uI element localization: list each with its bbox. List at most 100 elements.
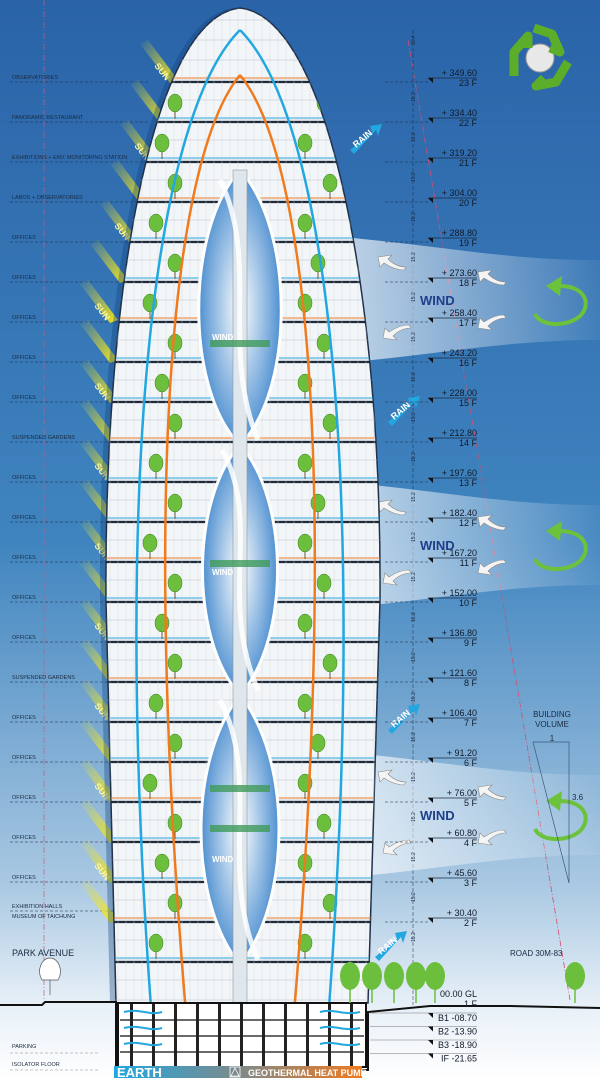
green-circular-arrow-icon [533, 799, 588, 841]
dimension-label: 15.2 [411, 492, 417, 502]
level-elevation: + 76.00 [447, 788, 477, 798]
tree-icon [167, 413, 183, 433]
dimension-label: 15.2 [411, 172, 417, 182]
parking-label: PARKING [12, 1044, 36, 1050]
green-circular-arrow-icon [533, 284, 588, 326]
sun-ray [80, 320, 118, 363]
isolator-floor-label: ISOLATOR FLOOR [12, 1062, 60, 1068]
dimension-label: 15.2 [411, 212, 417, 222]
dimension-label: 15.2 [411, 372, 417, 382]
floor-function-label: OFFICES [12, 395, 36, 401]
level-floor: 23 F [459, 78, 478, 88]
orange-pipe-right [239, 74, 317, 1003]
floor-function-label: EXHIBITIONS + ENV. MONITORING STATION [12, 155, 127, 161]
level-floor: 18 F [459, 278, 478, 288]
basement-level: IF -21.65 [441, 1054, 477, 1064]
level-marker-icon [428, 238, 433, 243]
wind-arrow-icon [377, 254, 407, 271]
dimension-label: 15.2 [411, 812, 417, 822]
earth-label: EARTH [117, 1065, 162, 1078]
tower: WIND WIND WIND [99, 7, 381, 1004]
level-floor: 14 F [459, 438, 478, 448]
dimension-label: 15.2 [411, 332, 417, 342]
building-volume-title-1: BUILDING [533, 710, 571, 719]
park-tree [39, 957, 61, 995]
level-floor: 10 F [459, 598, 478, 608]
tree-icon [167, 893, 183, 913]
wind-arrow-icon [377, 499, 407, 516]
tree-icon [297, 453, 313, 473]
level-floor: 2 F [464, 918, 478, 928]
tree-icon [167, 573, 183, 593]
sun-ray [80, 400, 118, 443]
floor-function-label: SUSPENDED GARDENS [12, 675, 75, 681]
dimension-label: 15.2 [411, 412, 417, 422]
level-elevation: + 121.60 [442, 668, 477, 678]
tree-icon [297, 613, 313, 633]
wind-arrow-icon [477, 829, 507, 846]
dimension-label: 30.4 [411, 35, 417, 45]
level-marker-icon [428, 358, 433, 363]
dimension-label: 15.2 [411, 612, 417, 622]
tree-icon [322, 413, 338, 433]
building-volume-diagram: BUILDING VOLUME 1 3.6 [532, 710, 584, 884]
level-marker-icon [428, 158, 433, 163]
sun-ray [80, 800, 118, 843]
level-elevation: + 319.20 [442, 148, 477, 158]
level-floor: 19 F [459, 238, 478, 248]
level-elevation: + 45.60 [447, 868, 477, 878]
wind-label-void-middle: WIND [212, 568, 234, 577]
sun-ray [80, 280, 118, 323]
sun-ray [90, 240, 128, 283]
level-marker-icon [428, 678, 433, 683]
level-marker-icon [428, 878, 433, 883]
floor-function-label: OFFICES [12, 795, 36, 801]
ground-and-basement: PARKING ISOLATOR FLOOR [0, 957, 600, 1071]
floor-function-label: OFFICES [12, 715, 36, 721]
tree-icon [565, 962, 585, 990]
green-circular-arrow-icon [533, 529, 588, 571]
level-floor: 20 F [459, 198, 478, 208]
tree-icon [167, 653, 183, 673]
level-elevation: + 258.40 [442, 308, 477, 318]
level-elevation: + 106.40 [442, 708, 477, 718]
tree-icon [297, 533, 313, 553]
level-marker-icon [428, 478, 433, 483]
building-volume-title-2: VOLUME [535, 720, 569, 729]
dimension-label: 15.2 [411, 772, 417, 782]
dimension-label: 15.2 [411, 92, 417, 102]
level-floor: 4 F [464, 838, 478, 848]
tree-icon [148, 693, 164, 713]
floor-function-label: EXHIBITION HALLS [12, 904, 62, 910]
dimension-label: 15.2 [411, 932, 417, 942]
ground-level-floor: 1 F [464, 999, 478, 1009]
level-elevation: + 30.40 [447, 908, 477, 918]
level-elevation: + 288.80 [442, 228, 477, 238]
level-marker-icon [428, 118, 433, 123]
tree-icon [384, 962, 404, 990]
floor-function-label: OFFICES [12, 515, 36, 521]
wind-label-void-upper: WIND [212, 333, 234, 342]
dimension-label: 15.2 [411, 292, 417, 302]
tree-icon [297, 213, 313, 233]
level-elevation: + 273.60 [442, 268, 477, 278]
level-elevation: + 243.20 [442, 348, 477, 358]
rain-arrow-icon [375, 931, 407, 961]
basement-level: B1 -08.70 [438, 1013, 477, 1023]
tree-icon [297, 133, 313, 153]
tree-icon [297, 293, 313, 313]
level-elevation: + 152.00 [442, 588, 477, 598]
level-marker-icon [428, 198, 433, 203]
level-floor: 13 F [459, 478, 478, 488]
floor-function-label: OFFICES [12, 355, 36, 361]
floor-function-label: OFFICES [12, 235, 36, 241]
basement-level: B3 -18.90 [438, 1040, 477, 1050]
park-avenue-label: PARK AVENUE [12, 948, 74, 958]
level-marker-icon [428, 318, 433, 323]
geothermal-heat-pump-label: GEOTHERMAL HEAT PUMP [248, 1068, 367, 1078]
floor-function-label: OFFICES [12, 755, 36, 761]
tree-icon [316, 813, 332, 833]
